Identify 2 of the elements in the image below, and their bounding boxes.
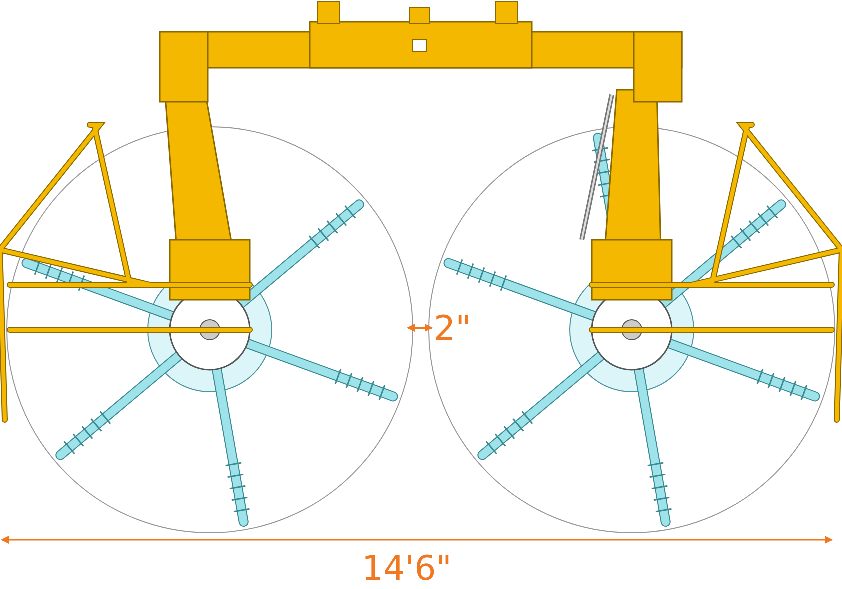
dimension-label: 2" (434, 312, 472, 346)
dimension-label: 14'6" (362, 552, 452, 586)
